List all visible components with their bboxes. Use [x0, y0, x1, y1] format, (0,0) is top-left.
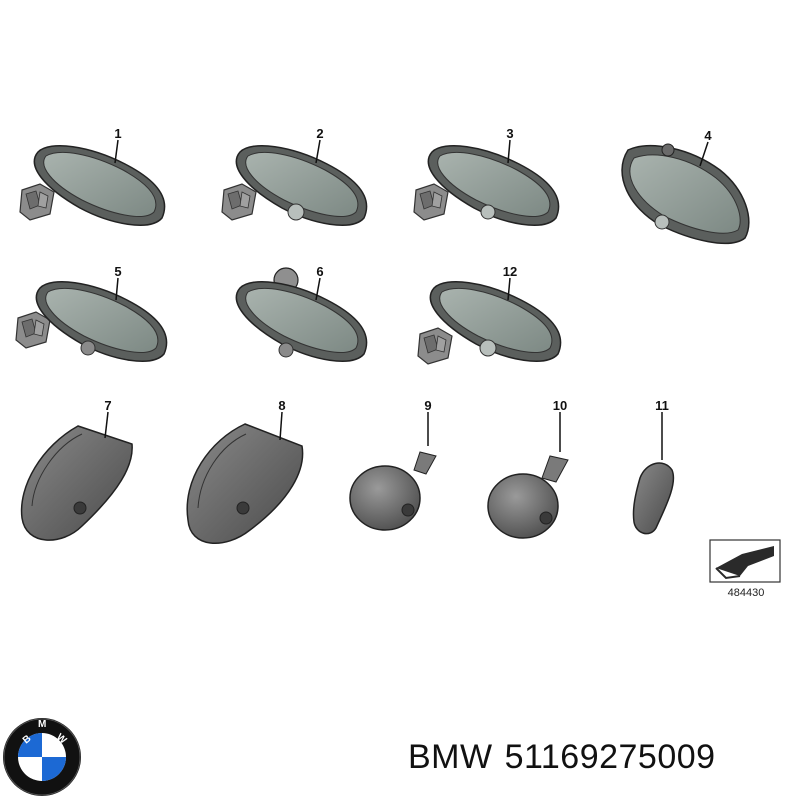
callout-10: 10: [553, 398, 567, 413]
callout-8: 8: [278, 398, 285, 413]
mirror-part-3: [413, 139, 560, 226]
mirror-part-5: [15, 277, 168, 362]
callout-12: 12: [503, 264, 517, 279]
reference-box: 484430: [709, 539, 781, 599]
callout-6: 6: [316, 264, 323, 279]
reference-number: 484430: [728, 587, 765, 599]
mirror-part-4: [621, 141, 750, 245]
mirror-part-12: [417, 277, 562, 365]
callout-3: 3: [506, 126, 513, 141]
callout-1: 1: [114, 126, 121, 141]
bmw-logo: B M W: [3, 718, 81, 796]
mirror-part-1: [19, 139, 166, 226]
brand-name: BMW: [408, 738, 493, 776]
callout-7: 7: [104, 398, 111, 413]
mirror-part-6: [235, 267, 368, 362]
cover-part-10: [487, 412, 569, 539]
callout-9: 9: [424, 398, 431, 413]
svg-text:M: M: [38, 719, 46, 730]
callout-4: 4: [704, 128, 712, 143]
callout-5: 5: [114, 264, 121, 279]
part-number-label: BMW 51169275009: [408, 738, 728, 777]
callout-2: 2: [316, 126, 323, 141]
cover-part-7: [20, 411, 133, 541]
cover-part-8: [186, 411, 304, 544]
cover-part-9: [349, 412, 437, 531]
mirror-part-2: [221, 139, 368, 226]
part-number: 51169275009: [504, 738, 716, 776]
cover-part-11: [632, 412, 675, 535]
callout-11: 11: [655, 398, 669, 413]
